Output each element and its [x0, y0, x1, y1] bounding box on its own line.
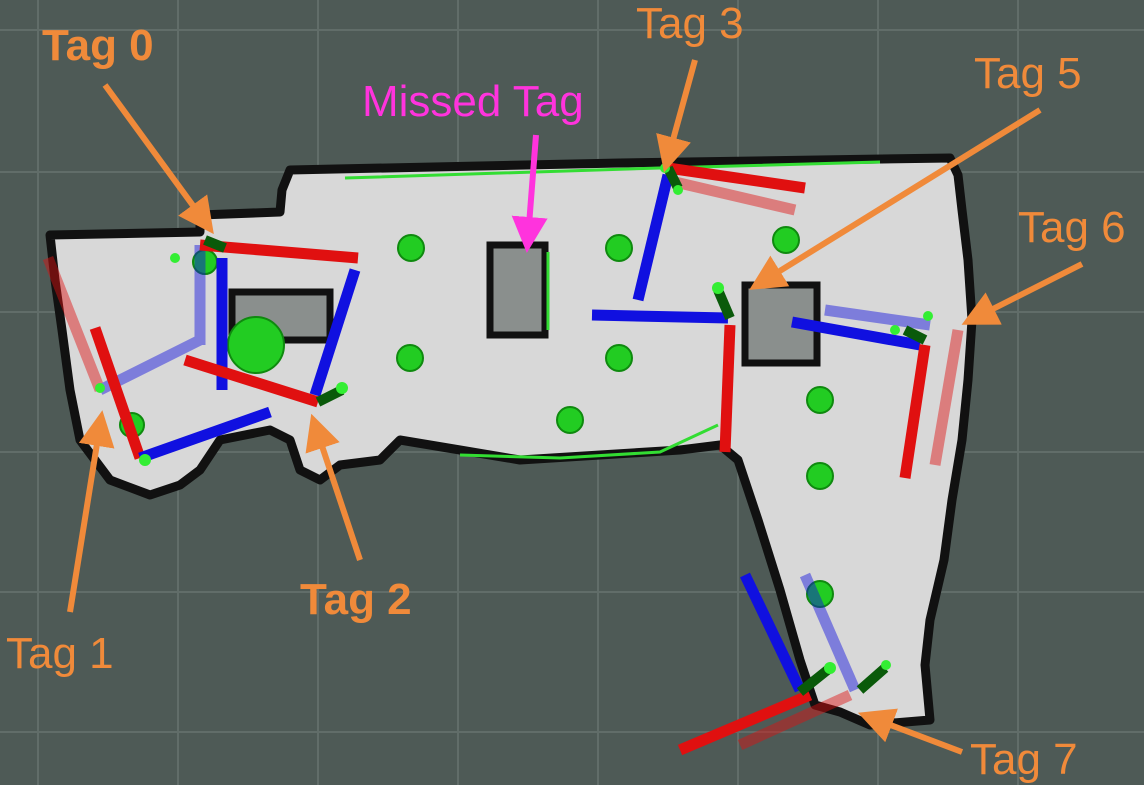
tag-3-label: Tag 3: [636, 0, 744, 48]
tag-frame-axes-icon: [199, 239, 359, 264]
landmark-sphere-icon: [806, 386, 834, 414]
landmark-sphere-icon: [556, 406, 584, 434]
landmarks: [119, 226, 834, 608]
tag-frame-axes-icon: [899, 344, 931, 479]
arrow-icon: [961, 261, 1084, 325]
arrow-icon: [67, 410, 115, 613]
arrow-icon: [857, 708, 964, 755]
tag-5-label: Tag 5: [974, 49, 1082, 98]
tag-7-label: Tag 7: [970, 735, 1078, 784]
landmark-sphere-icon: [396, 344, 424, 372]
landmark-sphere-icon: [806, 580, 834, 608]
landmark-sphere-icon: [605, 344, 633, 372]
landmark-sphere-icon: [772, 226, 800, 254]
tag-frame-axes-icon: [719, 324, 736, 453]
annotation-arrows: [67, 59, 1084, 755]
landmark-sphere-icon: [397, 234, 425, 262]
tag-2-label: Tag 2: [300, 575, 412, 624]
tag-frame-axes-icon: [183, 354, 320, 408]
tag-1-label: Tag 1: [6, 629, 114, 678]
obstacle-pillar-center: [486, 241, 549, 339]
landmark-sphere-icon: [605, 234, 633, 262]
arrow-icon: [656, 59, 698, 173]
tag-frame-axes-icon: [677, 689, 813, 756]
tag-0-label: Tag 0: [42, 21, 154, 70]
landmark-sphere-icon: [806, 462, 834, 490]
arrow-icon: [511, 134, 548, 253]
arrow-icon: [102, 83, 214, 235]
arrow-icon: [749, 107, 1042, 290]
missed-tag-label: Missed Tag: [362, 77, 584, 126]
robot-sphere-icon: [227, 316, 285, 374]
tag-frames: [42, 162, 964, 756]
arrow-icon: [305, 413, 363, 561]
tag-6-label: Tag 6: [1018, 203, 1126, 252]
